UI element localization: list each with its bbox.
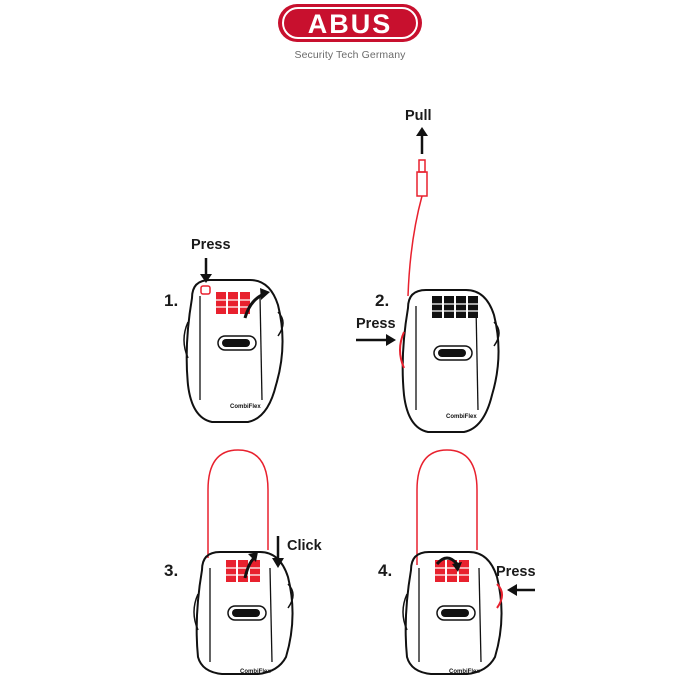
step-3-click-arrowhead xyxy=(272,558,284,568)
step-4-rotate-arrowhead xyxy=(452,562,462,572)
step-1-press-arrowhead xyxy=(200,274,212,283)
step-1-panel: CombiFlex xyxy=(183,258,284,423)
step-2-press-label: Press xyxy=(356,316,396,332)
step-3-number: 3. xyxy=(164,561,179,580)
model-label: CombiFlex xyxy=(449,669,480,675)
step-4-number: 4. xyxy=(378,561,393,580)
step-2-panel: CombiFlex xyxy=(356,127,500,433)
step-3-rotate-arrow xyxy=(243,556,256,579)
step-2-pull-arrowhead xyxy=(416,127,428,136)
step-2-pull-label: Pull xyxy=(405,108,432,124)
brand-tagline: Security Tech Germany xyxy=(294,49,406,61)
step-1-press-label: Press xyxy=(191,237,231,253)
step-1-number: 1. xyxy=(164,291,179,310)
step-4-press-arrowhead xyxy=(507,584,517,596)
brand-header: ABUS Security Tech Germany xyxy=(270,0,430,70)
step-3-click-label: Click xyxy=(287,538,322,554)
model-label: CombiFlex xyxy=(446,414,477,420)
step-4-dials xyxy=(435,560,469,582)
abus-logo: ABUS xyxy=(278,4,422,42)
step-3-cable xyxy=(207,449,269,558)
logo-text: ABUS xyxy=(308,9,393,39)
step-2-cable xyxy=(407,195,423,297)
step-4-lock: CombiFlex xyxy=(402,551,503,675)
step-3-lock: CombiFlex xyxy=(193,551,294,675)
step-4-cable xyxy=(416,449,478,565)
step-4-press-label: Press xyxy=(496,564,536,580)
step-2-cable-end xyxy=(416,159,428,197)
step-1-rotate-arrowhead xyxy=(260,288,270,300)
step-4-rotate-arrow xyxy=(435,556,459,566)
step-1-button xyxy=(200,285,211,295)
step-1-dials xyxy=(216,292,250,314)
step-3-dials xyxy=(226,560,260,582)
step-4-panel: CombiFlex xyxy=(402,449,535,675)
step-2-number: 2. xyxy=(375,291,390,310)
step-2-press-arrowhead xyxy=(386,334,396,346)
step-2-lock: CombiFlex xyxy=(399,289,500,433)
step-1-lock: CombiFlex xyxy=(183,279,284,423)
model-label: CombiFlex xyxy=(230,404,261,410)
model-label: CombiFlex xyxy=(240,669,271,675)
step-2-dials xyxy=(432,296,478,318)
step-3-rotate-arrowhead xyxy=(248,552,258,562)
step-3-panel: CombiFlex xyxy=(193,449,294,675)
